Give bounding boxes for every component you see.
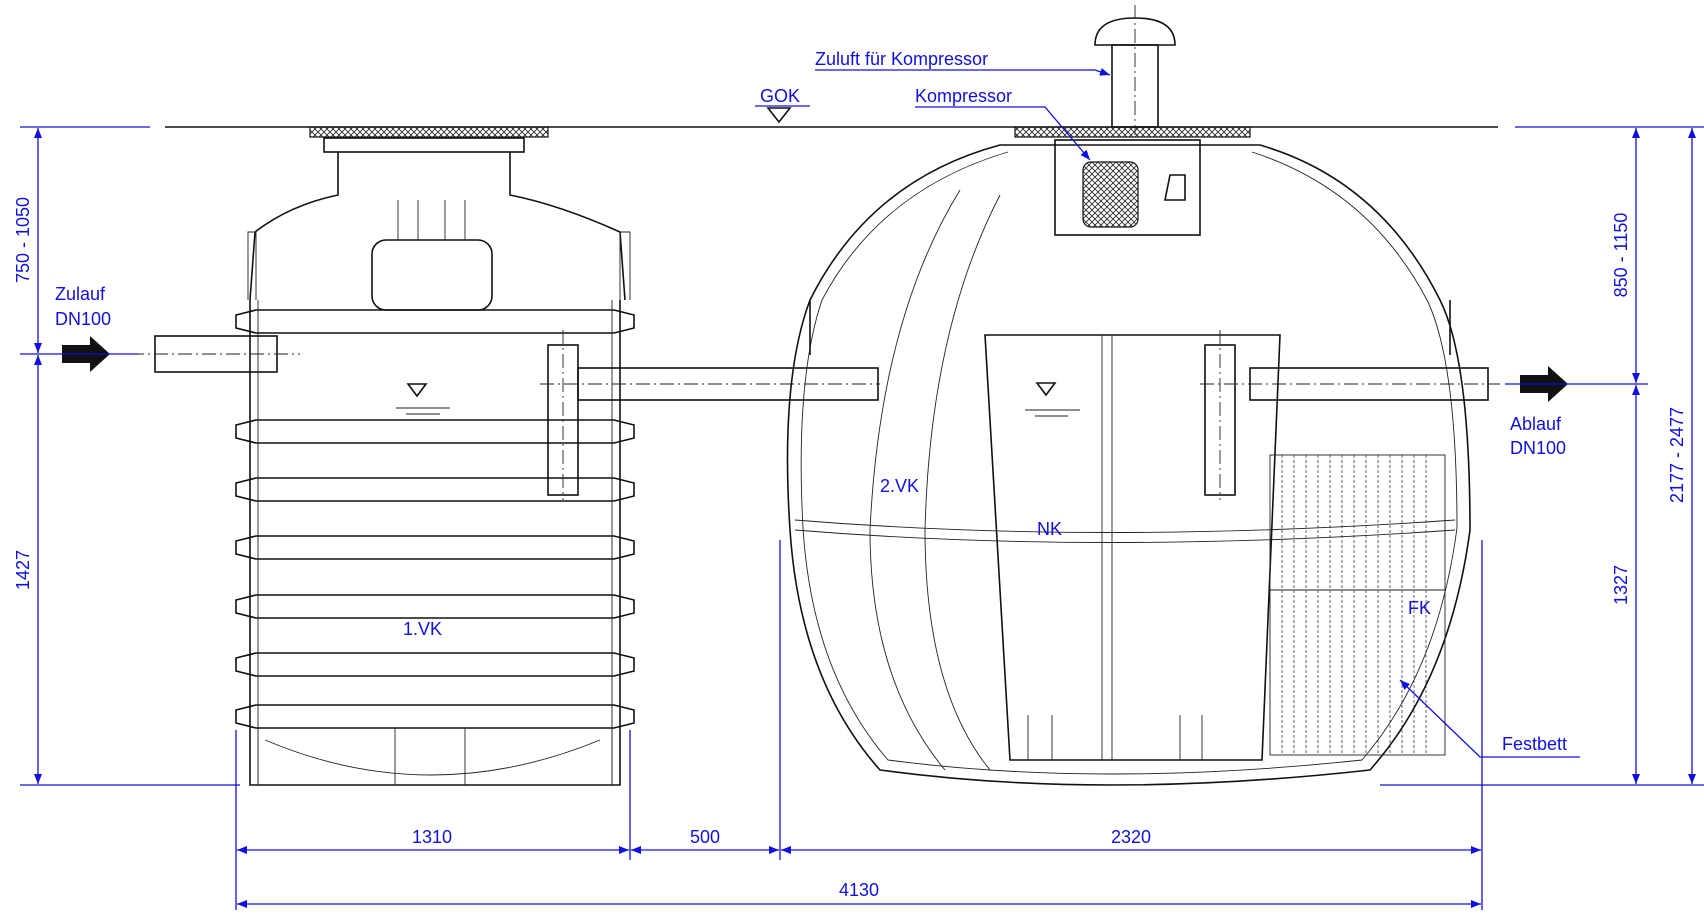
dim-width-gap: 500: [690, 827, 720, 847]
dim-width-tank1: 1310: [412, 827, 452, 847]
chamber-2vk-label: 2.VK: [880, 476, 919, 496]
chamber-1vk-label: 1.VK: [403, 619, 442, 639]
dim-right-height: 1327: [1611, 565, 1631, 605]
festbett-label: Festbett: [1502, 734, 1567, 754]
chamber-fk-label: FK: [1408, 598, 1431, 618]
dim-right-cover: 850 - 1150: [1611, 213, 1631, 298]
right-dimension-lines: [1380, 126, 1704, 786]
dim-left-cover: 750 - 1050: [13, 197, 33, 283]
dim-left-height: 1427: [13, 550, 33, 590]
ablauf-label: Ablauf: [1510, 414, 1562, 434]
ablauf-dn-label: DN100: [1510, 438, 1566, 458]
zulauf-dn-label: DN100: [55, 309, 111, 329]
zuluft-label: Zuluft für Kompressor: [815, 49, 988, 69]
bottom-dimension-lines: [235, 540, 1483, 910]
zulauf-label: Zulauf: [55, 284, 106, 304]
festbett-media: [1269, 454, 1446, 756]
tank-1: [130, 126, 880, 786]
gok-label: GOK: [760, 86, 800, 106]
dim-width-total: 4130: [839, 880, 879, 900]
left-dimension-lines: [20, 126, 240, 786]
gok-marker: [755, 105, 810, 124]
dim-width-tank2: 2320: [1111, 827, 1151, 847]
kompressor-label: Kompressor: [915, 86, 1012, 106]
dim-total-height: 2177 - 2477: [1667, 407, 1687, 503]
tank-2: [786, 5, 1500, 786]
chamber-nk-label: NK: [1037, 519, 1062, 539]
